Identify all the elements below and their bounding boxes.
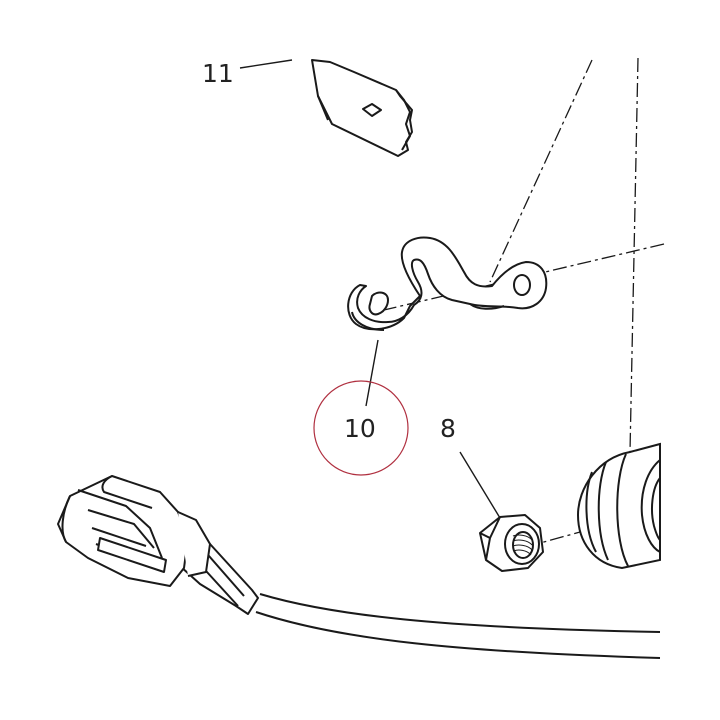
callout-highlight-circle <box>313 380 409 476</box>
cylindrical-part <box>576 442 661 570</box>
bracket-plate <box>311 59 413 157</box>
callout-label-11: 11 <box>202 59 234 88</box>
callout-label-10: 10 <box>344 414 376 443</box>
wire-clip <box>347 236 548 331</box>
wiring-harness-connector <box>57 475 661 659</box>
hex-nut <box>479 514 544 572</box>
leader-lines <box>239 59 501 519</box>
callout-label-8: 8 <box>440 414 456 443</box>
